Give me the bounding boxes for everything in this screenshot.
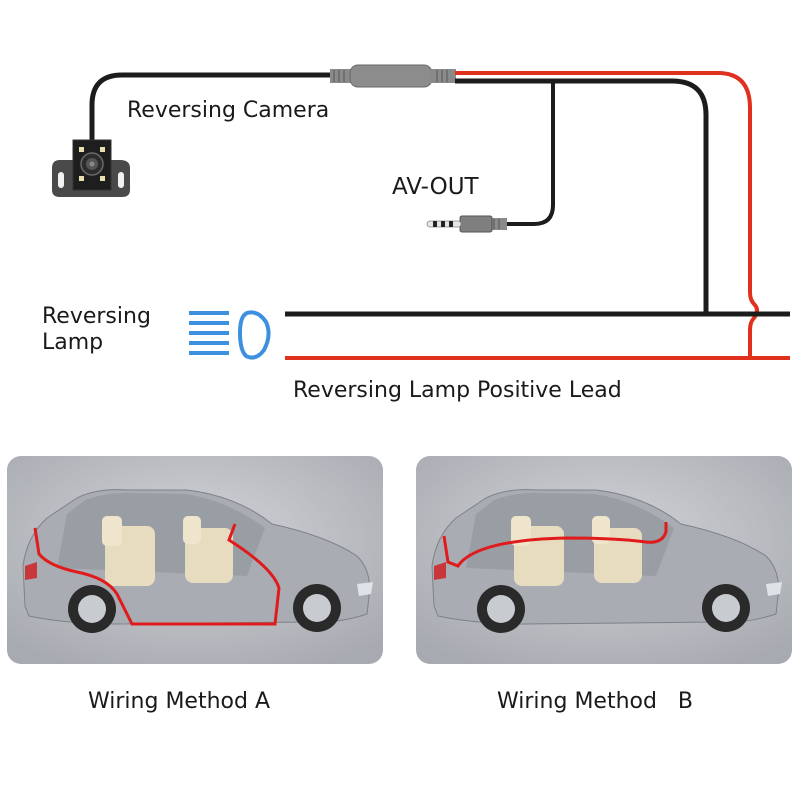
camera-cable bbox=[89, 72, 335, 142]
reversing-camera-icon bbox=[52, 139, 130, 197]
wiring-method-a-panel bbox=[7, 456, 383, 664]
wire-route-a bbox=[33, 523, 281, 626]
wiring-diagram bbox=[52, 64, 790, 360]
black-ground-wire bbox=[455, 78, 709, 314]
av-jack-icon bbox=[426, 215, 507, 233]
wiring-method-a-caption: Wiring Method A bbox=[88, 689, 270, 714]
car-image-a bbox=[7, 456, 383, 664]
inline-connector-icon bbox=[330, 64, 456, 88]
wiring-method-b-panel bbox=[416, 456, 792, 664]
reversing-camera-label: Reversing Camera bbox=[127, 98, 330, 123]
car-icon bbox=[431, 489, 782, 633]
reversing-lamp-label: Reversing Lamp bbox=[42, 304, 151, 356]
car-image-b bbox=[416, 456, 792, 664]
av-out-label: AV-OUT bbox=[392, 174, 479, 200]
wiring-method-b-caption: Wiring Method B bbox=[497, 689, 694, 714]
av-out-cable bbox=[505, 81, 555, 226]
wire-route-b bbox=[442, 522, 668, 568]
car-icon bbox=[22, 489, 373, 633]
red-power-wire bbox=[455, 71, 759, 358]
positive-lead-label: Reversing Lamp Positive Lead bbox=[293, 378, 622, 403]
headlamp-icon bbox=[189, 310, 271, 360]
reversing-lamp-label-line1: Reversing bbox=[42, 304, 151, 329]
reversing-lamp-label-line2: Lamp bbox=[42, 330, 104, 355]
